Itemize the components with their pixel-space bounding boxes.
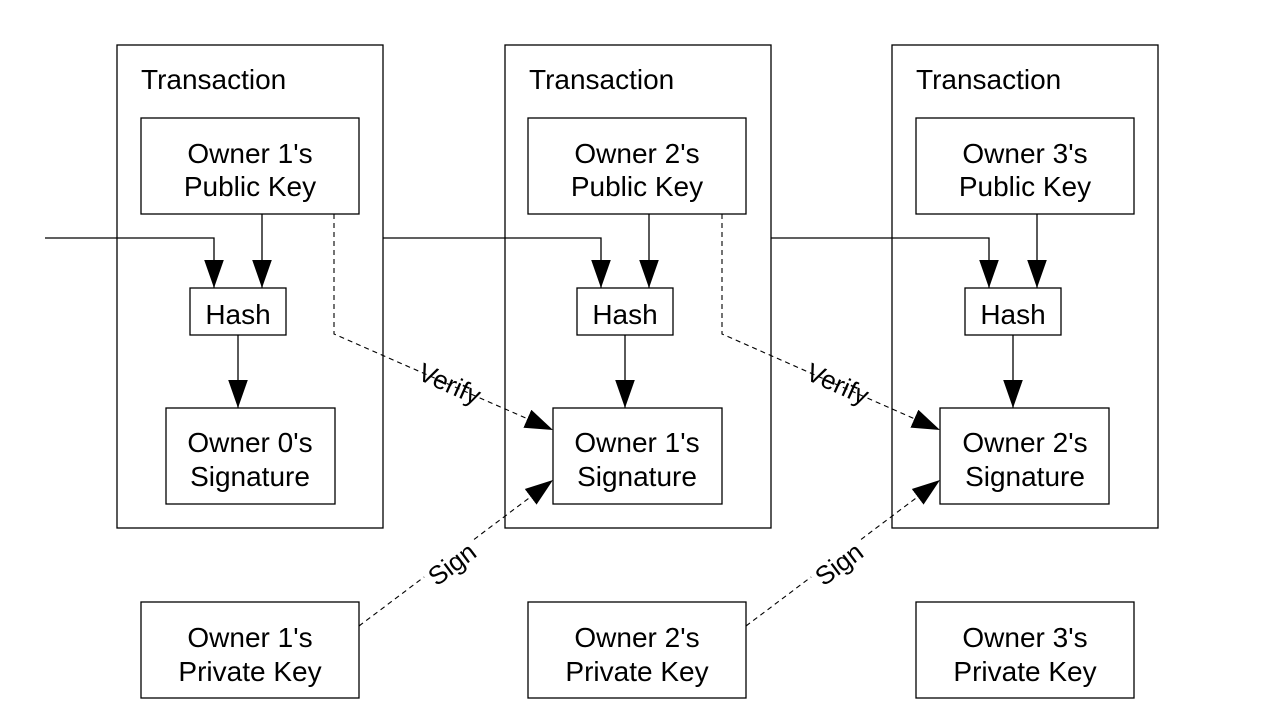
signature-box — [939, 407, 1110, 505]
private-key-box — [527, 601, 747, 699]
signature-box — [552, 407, 723, 505]
private-key-label: Private Key — [953, 656, 1096, 687]
signature-owner-label: Owner 1's — [574, 427, 699, 458]
verify-label-2: Verify — [802, 357, 874, 411]
transaction-title: Transaction — [529, 64, 674, 95]
private-key-owner-label: Owner 2's — [574, 622, 699, 653]
verify-label-1: Verify — [414, 357, 486, 411]
hash-label: Hash — [592, 299, 657, 330]
hash-label: Hash — [980, 299, 1045, 330]
transaction-2: Transaction Owner 2's Public Key Hash Ow… — [504, 44, 772, 529]
tx2-to-hash3-line — [771, 237, 999, 288]
transaction-3: Transaction Owner 3's Public Key Hash Ow… — [891, 44, 1159, 529]
transaction-box — [116, 44, 384, 529]
tx1-to-hash2-line — [383, 237, 611, 288]
transaction-box — [891, 44, 1159, 529]
public-key-label: Public Key — [184, 171, 316, 202]
public-key-label: Public Key — [571, 171, 703, 202]
hash-label: Hash — [205, 299, 270, 330]
public-key-owner-label: Owner 3's — [962, 138, 1087, 169]
signature-label: Signature — [577, 461, 697, 492]
private-key-owner-label: Owner 1's — [187, 622, 312, 653]
signature-owner-label: Owner 2's — [962, 427, 1087, 458]
public-key-owner-label: Owner 1's — [187, 138, 312, 169]
signature-owner-label: Owner 0's — [187, 427, 312, 458]
private-key-label: Private Key — [178, 656, 321, 687]
public-key-owner-label: Owner 2's — [574, 138, 699, 169]
public-key-box — [140, 117, 360, 215]
transaction-title: Transaction — [141, 64, 286, 95]
transaction-1: Transaction Owner 1's Public Key Hash Ow… — [116, 44, 384, 529]
private-key-2: Owner 2's Private Key — [527, 601, 747, 699]
verify-arrow-2 — [721, 214, 941, 431]
signature-box — [165, 407, 336, 505]
public-key-box — [527, 117, 747, 215]
private-key-3: Owner 3's Private Key — [915, 601, 1135, 699]
private-key-1: Owner 1's Private Key — [140, 601, 360, 699]
verify-arrow-1 — [333, 214, 554, 431]
public-key-label: Public Key — [959, 171, 1091, 202]
private-key-box — [915, 601, 1135, 699]
private-key-box — [140, 601, 360, 699]
prev-transaction-line — [45, 237, 224, 288]
transaction-title: Transaction — [916, 64, 1061, 95]
signature-label: Signature — [965, 461, 1085, 492]
public-key-box — [915, 117, 1135, 215]
transaction-box — [504, 44, 772, 529]
private-key-owner-label: Owner 3's — [962, 622, 1087, 653]
signature-label: Signature — [190, 461, 310, 492]
private-key-label: Private Key — [565, 656, 708, 687]
